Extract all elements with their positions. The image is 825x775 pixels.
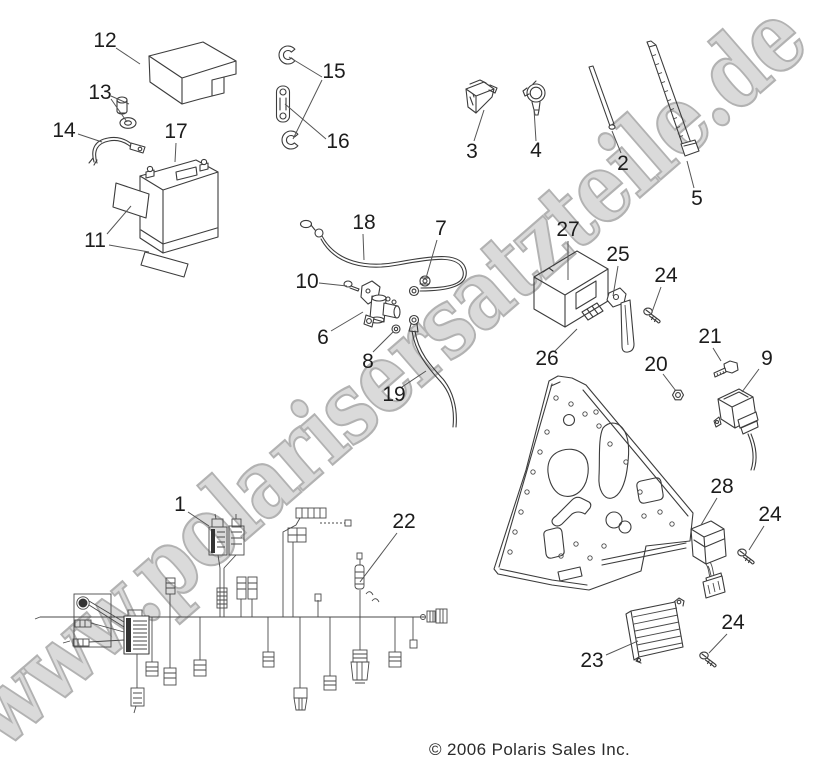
nut-20-drawing [671, 389, 685, 401]
callout-12: 12 [93, 29, 117, 52]
switch-drawing [465, 79, 498, 114]
callout-9: 9 [761, 347, 773, 370]
rod-drawing [588, 65, 616, 130]
nut-7-drawing [419, 275, 431, 287]
battery-cover-drawing [148, 41, 237, 105]
cable-19-drawing [408, 314, 457, 428]
callout-6: 6 [317, 326, 329, 349]
callout-13: 13 [88, 81, 112, 104]
callout-20: 20 [644, 353, 668, 376]
battery-labels-drawing [112, 182, 189, 278]
callout-21: 21 [698, 325, 722, 348]
strap-drawing [646, 40, 700, 157]
leader-lines [77, 47, 765, 656]
callout-4: 4 [530, 139, 542, 162]
panel-plate-drawing [493, 375, 694, 591]
callout-8: 8 [362, 350, 374, 373]
callout-19: 19 [382, 383, 406, 406]
link-bracket-drawing [275, 85, 291, 123]
callout-2: 2 [617, 152, 629, 175]
clips-drawing [278, 45, 299, 150]
screw-24c-drawing [699, 651, 717, 668]
regulator-drawing [625, 597, 685, 664]
callout-26: 26 [535, 347, 559, 370]
callout-24b: 24 [758, 503, 782, 526]
callout-14: 14 [52, 119, 76, 142]
battery-drawing [139, 158, 219, 254]
solenoid-drawing [360, 280, 401, 328]
callout-11: 11 [84, 229, 106, 252]
nut-8-drawing [391, 324, 401, 334]
cable-18-drawing [299, 219, 467, 297]
battery-cable-drawing [88, 136, 146, 166]
callout-5: 5 [691, 187, 703, 210]
coil-9-drawing [713, 388, 759, 471]
callout-18: 18 [352, 211, 376, 234]
copyright-text: © 2006 Polaris Sales Inc. [429, 740, 631, 759]
callout-3: 3 [466, 140, 478, 163]
callout-27: 27 [556, 218, 580, 241]
callout-17: 17 [164, 120, 188, 143]
bolt-21-drawing [713, 360, 739, 378]
relay-28-drawing [690, 520, 727, 599]
screw-24b-drawing [737, 548, 755, 565]
callout-1: 1 [174, 493, 186, 516]
callout-25: 25 [606, 243, 630, 266]
callout-23: 23 [580, 649, 604, 672]
callout-15: 15 [322, 60, 346, 83]
callout-16: 16 [326, 130, 350, 153]
callout-7: 7 [435, 217, 447, 240]
harness-branch-22-drawing [350, 552, 380, 684]
callout-22: 22 [392, 510, 416, 533]
callout-28: 28 [710, 475, 734, 498]
bolt-washer-drawing [116, 96, 137, 129]
callout-24c: 24 [721, 611, 745, 634]
wire-harness-drawing [34, 507, 448, 714]
callout-24a: 24 [654, 264, 678, 287]
screw-24a-drawing [643, 307, 661, 324]
callout-10: 10 [295, 270, 319, 293]
bracket-25-drawing [606, 287, 635, 353]
